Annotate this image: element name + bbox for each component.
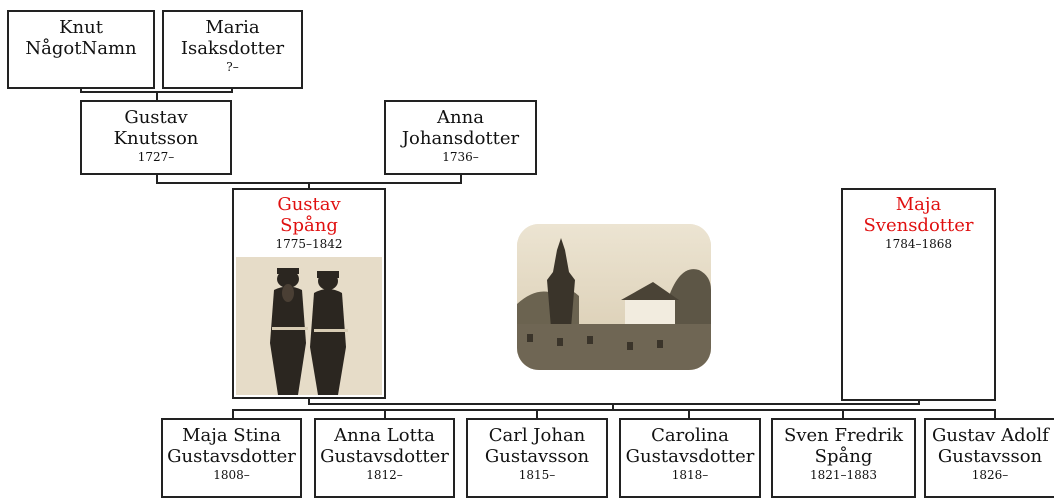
child-first-name: Anna Lotta bbox=[334, 425, 435, 446]
child-dates: 1821–1883 bbox=[809, 468, 878, 482]
child-box[interactable]: Anna Lotta Gustavsdotter 1812– bbox=[314, 418, 455, 498]
person-last-name: Isaksdotter bbox=[180, 38, 285, 59]
connector bbox=[232, 409, 996, 411]
child-box[interactable]: Gustav Adolf Gustavsson 1826– bbox=[924, 418, 1054, 498]
person-box-maria[interactable]: Maria Isaksdotter ?– bbox=[162, 10, 303, 89]
connector bbox=[536, 409, 538, 419]
connector bbox=[842, 409, 844, 419]
person-dates: 1727– bbox=[137, 150, 175, 164]
child-first-name: Maja Stina bbox=[182, 425, 281, 446]
connector bbox=[460, 174, 462, 184]
connector bbox=[308, 403, 920, 405]
person-dates: 1775–1842 bbox=[275, 237, 343, 251]
person-last-name: NågotNamn bbox=[25, 38, 137, 59]
person-last-name: Knutsson bbox=[113, 128, 199, 149]
connector bbox=[308, 182, 310, 189]
church-photo bbox=[517, 224, 711, 370]
person-dates: 1784–1868 bbox=[884, 237, 953, 251]
person-box-maja-svensdotter[interactable]: Maja Svensdotter 1784–1868 bbox=[841, 188, 996, 401]
connector bbox=[994, 409, 996, 419]
child-dates: 1815– bbox=[518, 468, 556, 482]
person-dates: 1736– bbox=[442, 150, 479, 164]
person-first-name: Maria bbox=[205, 17, 260, 38]
child-last-name: Gustavsdotter bbox=[625, 446, 755, 467]
person-box-knut[interactable]: Knut NågotNamn bbox=[7, 10, 155, 89]
person-box-gustav-spang[interactable]: Gustav Spång 1775–1842 bbox=[232, 188, 386, 399]
child-last-name: Gustavsson bbox=[937, 446, 1043, 467]
child-box[interactable]: Carolina Gustavsdotter 1818– bbox=[619, 418, 761, 498]
connector bbox=[156, 174, 158, 184]
child-box[interactable]: Maja Stina Gustavsdotter 1808– bbox=[161, 418, 302, 498]
person-dates: ?– bbox=[226, 60, 239, 74]
person-last-name: Spång bbox=[280, 215, 338, 236]
child-last-name: Gustavsson bbox=[484, 446, 590, 467]
connector bbox=[384, 409, 386, 419]
soldiers-photo bbox=[236, 257, 382, 395]
child-last-name: Gustavsdotter bbox=[167, 446, 296, 467]
child-dates: 1808– bbox=[213, 468, 250, 482]
person-last-name: Svensdotter bbox=[863, 215, 974, 236]
child-last-name: Gustavsdotter bbox=[320, 446, 449, 467]
person-first-name: Anna bbox=[437, 107, 484, 128]
connector bbox=[612, 403, 614, 411]
child-box[interactable]: Carl Johan Gustavsson 1815– bbox=[466, 418, 608, 498]
person-first-name: Gustav bbox=[124, 107, 188, 128]
connector bbox=[232, 409, 234, 419]
child-last-name: Spång bbox=[814, 446, 873, 467]
person-first-name: Maja bbox=[895, 194, 942, 215]
connector bbox=[156, 91, 158, 101]
child-dates: 1812– bbox=[366, 468, 403, 482]
child-first-name: Sven Fredrik bbox=[783, 425, 903, 446]
person-first-name: Gustav bbox=[277, 194, 341, 215]
person-last-name: Johansdotter bbox=[401, 128, 520, 149]
child-box[interactable]: Sven Fredrik Spång 1821–1883 bbox=[771, 418, 916, 498]
person-first-name: Knut bbox=[59, 17, 103, 38]
child-first-name: Carl Johan bbox=[488, 425, 586, 446]
child-dates: 1818– bbox=[671, 468, 709, 482]
connector bbox=[308, 397, 310, 405]
person-box-anna-johansdotter[interactable]: Anna Johansdotter 1736– bbox=[384, 100, 537, 175]
child-first-name: Carolina bbox=[651, 425, 729, 446]
person-box-gustav-knutsson[interactable]: Gustav Knutsson 1727– bbox=[80, 100, 232, 175]
child-dates: 1826– bbox=[971, 468, 1009, 482]
connector bbox=[918, 399, 920, 405]
connector bbox=[688, 409, 690, 419]
child-first-name: Gustav Adolf bbox=[932, 425, 1049, 446]
